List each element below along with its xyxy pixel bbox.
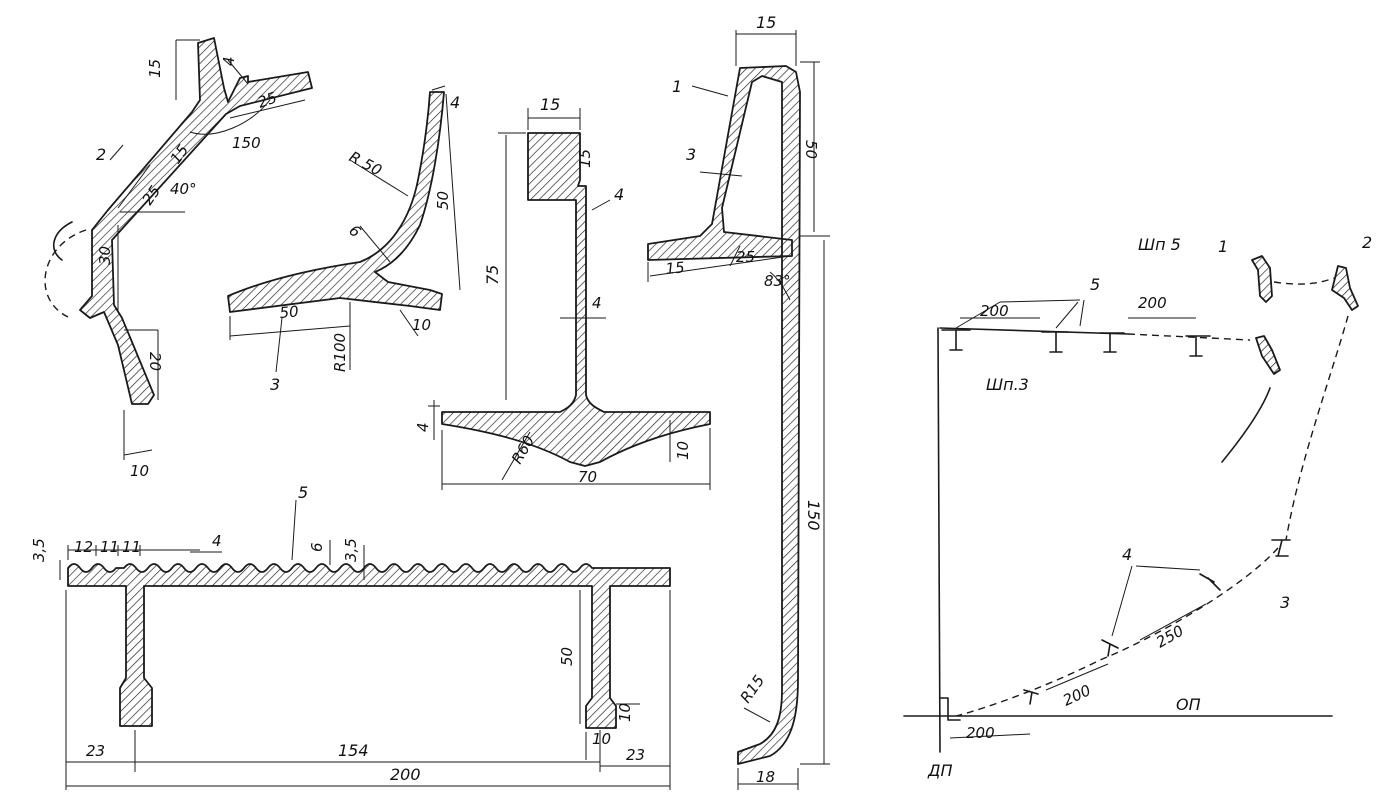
scheme-profile-1 [1251, 255, 1273, 303]
profile-2-dim-7: 30 [96, 246, 114, 265]
profile-5-section [67, 563, 671, 729]
profile-2-dim-8: 20 [146, 352, 164, 371]
scheme-profile-2 [1331, 265, 1359, 311]
profile-2-dim-2: 25 [255, 88, 279, 111]
scheme-profile-4-c [1023, 689, 1039, 705]
profile-5-dim-8: 10 [616, 703, 634, 722]
scheme-dp-label: ДП [927, 761, 953, 780]
profile-3-dim-5: 10 [412, 316, 431, 334]
profile-2-dim-6: 40° [170, 180, 197, 198]
profile-5-dim-9: 10 [592, 730, 611, 748]
profile-4-dim-4: 4 [414, 422, 432, 432]
profile-1-dim-6: 150 [804, 500, 823, 531]
profile-3: 4 R 50 50 6 50 10 R100 3 [227, 85, 461, 394]
profile-1-section [647, 65, 801, 765]
profile-5-dim-13: 200 [390, 765, 421, 784]
layout-scheme: Шп 5 Шп.3 1 2 5 3 4 200 200 250 200 200 … [903, 233, 1372, 780]
profile-2-dim-1: 4 [220, 56, 238, 66]
profile-5-dim-2: 11 [100, 538, 119, 556]
profile-2-dim-9: 10 [130, 462, 149, 480]
profile-3-dim-2: 50 [434, 191, 452, 210]
profile-1-dim-1: 3 [686, 145, 696, 164]
profile-3-dim-0: 4 [450, 93, 460, 112]
profile-2-dim-0: 15 [146, 59, 164, 78]
scheme-dim-200-d: 200 [966, 724, 995, 742]
profile-4-section [441, 132, 711, 467]
profile-5-dim-0: 3,5 [30, 538, 48, 562]
scheme-num-1: 1 [1218, 237, 1228, 256]
profile-4-dim-1: 15 [576, 149, 594, 168]
profile-2-number: 2 [96, 145, 106, 164]
profile-1: 15 1 3 50 15 25 83° 150 R15 18 [647, 13, 830, 790]
profile-5-number: 5 [298, 483, 308, 502]
scheme-keel-mark [939, 697, 961, 721]
profile-3-dim-4: 50 [279, 302, 300, 322]
scheme-profile-4-b [1101, 639, 1119, 657]
scheme-dim-200-b: 200 [1138, 294, 1167, 312]
profile-5-dim-5: 6 [308, 542, 326, 552]
scheme-num-2: 2 [1362, 233, 1372, 252]
profile-5-dim-12: 23 [626, 746, 645, 764]
scheme-dim-200-c: 200 [1060, 681, 1094, 709]
scheme-profile-side [1255, 335, 1281, 375]
profile-3-dim-3: 6 [345, 221, 364, 241]
profile-4-dim-0: 15 [540, 95, 560, 114]
profile-4-dim-2: 75 [483, 265, 502, 285]
scheme-title-5: Шп 5 [1138, 235, 1181, 254]
profile-1-dim-5: 83° [764, 272, 791, 290]
profile-1-number: 1 [672, 77, 682, 96]
profile-3-number: 3 [270, 375, 280, 394]
profile-2: 2 15 4 25 150 15 25 40° 30 20 10 [44, 37, 313, 480]
profile-5-dim-4: 4 [212, 532, 222, 550]
profile-4: 15 15 75 4 4 R60 70 10 4 [414, 95, 711, 490]
deck-profile-marks [941, 329, 1211, 357]
profile-3-dim-1: R 50 [346, 148, 385, 180]
scheme-dim-250: 250 [1153, 622, 1187, 652]
profile-3-section [227, 91, 445, 313]
profile-4-dim-7: 10 [674, 441, 692, 460]
centerline [937, 327, 941, 753]
profile-1-dim-0: 15 [756, 13, 776, 32]
profile-5-dim-3: 11 [122, 538, 141, 556]
profile-5-dim-6: 3,5 [342, 538, 360, 562]
profile-2-section [79, 37, 313, 405]
scheme-dim-200-a: 200 [980, 302, 1009, 320]
profile-1-dim-8: 18 [756, 768, 775, 786]
scheme-profile-3 [1271, 539, 1291, 557]
scheme-num-3: 3 [1280, 593, 1290, 612]
profile-2-dim-3: 150 [232, 134, 261, 152]
profile-1-dim-2: 50 [802, 140, 820, 159]
profile-5: 3,5 12 11 11 4 6 3,5 50 10 10 23 154 23 … [30, 483, 671, 790]
scheme-title-3: Шп.3 [986, 375, 1029, 394]
profile-5-dim-1: 12 [74, 538, 93, 556]
profile-5-dim-7: 50 [558, 647, 576, 666]
scheme-profile-4-a [1199, 573, 1221, 591]
profile-4-dim-3: 4 [592, 294, 602, 312]
profile-4-dim-6: 70 [578, 468, 597, 486]
profile-1-dim-7: R15 [737, 672, 769, 707]
profile-4-number: 4 [614, 185, 624, 204]
profile-1-dim-4: 25 [736, 248, 755, 266]
scheme-num-5: 5 [1090, 275, 1100, 294]
scheme-op-label: ОП [1176, 695, 1201, 714]
scheme-num-4: 4 [1122, 545, 1132, 564]
profile-5-dim-11: 154 [338, 741, 369, 760]
profile-1-dim-3: 15 [665, 258, 686, 278]
profile-5-dim-10: 23 [86, 742, 105, 760]
profile-3-dim-6: R100 [331, 333, 349, 372]
